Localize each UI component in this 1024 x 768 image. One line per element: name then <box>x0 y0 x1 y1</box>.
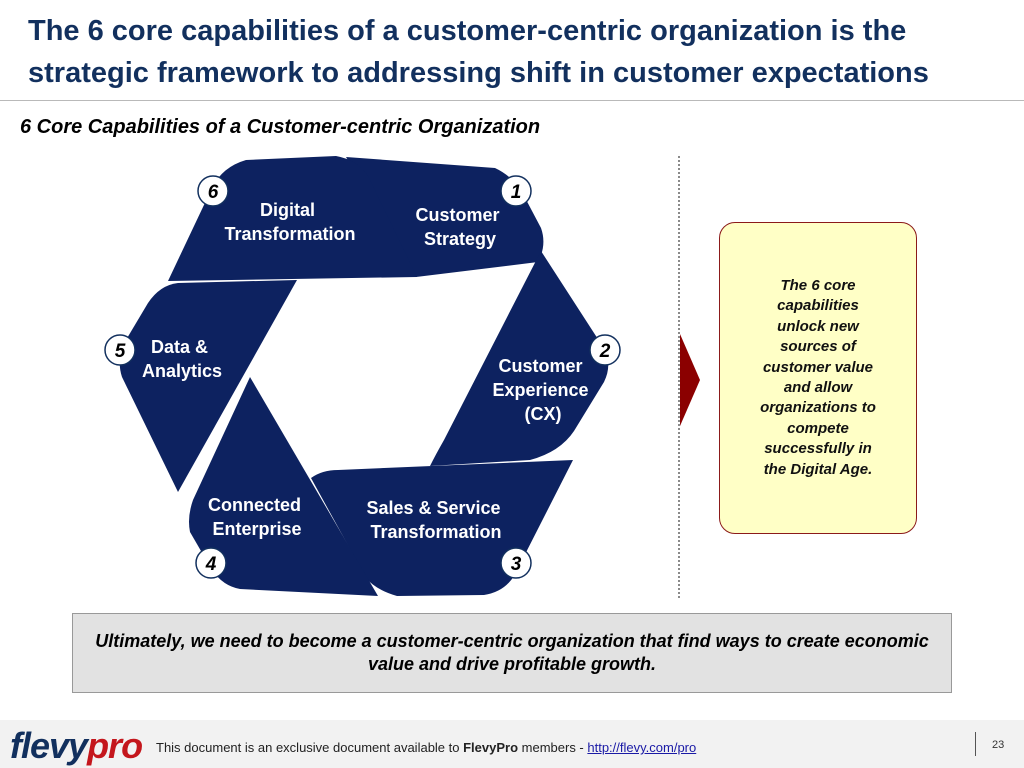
capability-4-label: Connected Enterprise <box>208 495 306 539</box>
capability-6-label: Digital Transformation <box>224 200 355 244</box>
segment-connected-enterprise <box>189 377 378 596</box>
segment-customer-strategy <box>346 157 544 277</box>
svg-text:5: 5 <box>115 341 126 362</box>
number-badge-4: 4 <box>195 547 227 579</box>
svg-text:4: 4 <box>205 554 217 575</box>
capability-wheel-diagram: Customer Strategy Customer Experience (C… <box>104 156 621 596</box>
number-badge-2: 2 <box>589 334 621 366</box>
diagram-subtitle: 6 Core Capabilities of a Customer-centri… <box>20 116 541 138</box>
svg-text:6: 6 <box>208 182 219 203</box>
number-badge-6: 6 <box>197 175 229 207</box>
svg-text:3: 3 <box>511 554 522 575</box>
number-badge-5: 5 <box>104 334 136 366</box>
footer-note: This document is an exclusive document a… <box>156 740 697 755</box>
segment-customer-experience <box>430 251 609 466</box>
page-number: 23 <box>992 739 1005 751</box>
capability-3-label: Sales & Service Transformation <box>366 498 505 542</box>
arrow-right-icon <box>680 334 700 426</box>
title-divider <box>0 100 1024 101</box>
footer: flevypro This document is an exclusive d… <box>0 720 1024 768</box>
number-badge-3: 3 <box>500 547 532 579</box>
callout-text: The 6 core capabilities unlock new sourc… <box>760 276 876 478</box>
segment-digital-transformation <box>168 156 417 281</box>
conclusion-box: Ultimately, we need to become a customer… <box>72 613 952 693</box>
footer-separator <box>975 732 976 756</box>
capability-1-label: Customer Strategy <box>415 205 504 249</box>
segment-data-analytics <box>119 280 298 492</box>
dotted-divider <box>678 156 680 598</box>
number-badge-1: 1 <box>500 175 532 207</box>
svg-text:2: 2 <box>599 341 611 362</box>
page-title: The 6 core capabilities of a customer-ce… <box>28 15 929 89</box>
callout-box: The 6 core capabilities unlock new sourc… <box>719 222 917 534</box>
conclusion-text: Ultimately, we need to become a customer… <box>95 631 929 674</box>
flevypro-logo: flevypro <box>10 725 143 766</box>
flevy-pro-link[interactable]: http://flevy.com/pro <box>587 740 697 755</box>
svg-text:1: 1 <box>511 182 522 203</box>
capability-5-label: Data & Analytics <box>142 337 222 381</box>
capability-2-label: Customer Experience (CX) <box>492 356 593 424</box>
